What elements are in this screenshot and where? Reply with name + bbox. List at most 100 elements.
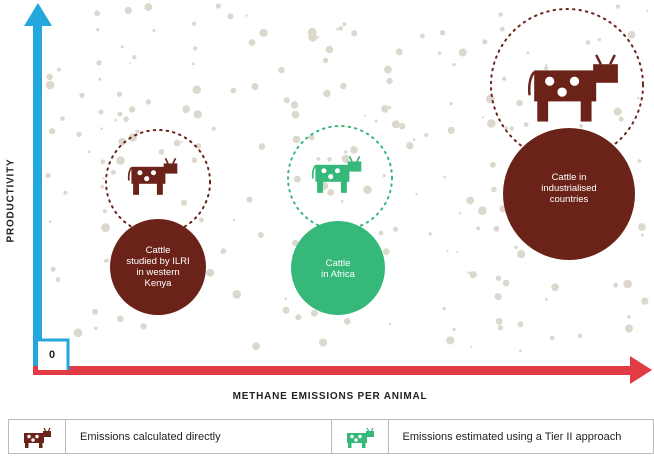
background-dot: [56, 67, 61, 72]
background-dot: [439, 30, 446, 36]
background-dot: [215, 3, 221, 9]
background-dot: [248, 39, 256, 46]
legend: Emissions calculated directly Emissions …: [8, 419, 654, 454]
background-dot: [490, 161, 496, 168]
background-dot: [381, 105, 389, 113]
background-dot: [389, 322, 392, 325]
background-dot: [114, 118, 117, 122]
background-dot: [456, 251, 458, 254]
legend-text-tier2: Emissions estimated using a Tier II appr…: [402, 430, 622, 443]
background-dot: [437, 51, 442, 56]
background-dot: [140, 323, 147, 330]
background-dot: [350, 146, 358, 154]
background-dot: [378, 230, 384, 236]
background-dot: [323, 89, 331, 98]
background-dot: [327, 157, 332, 162]
background-dot: [517, 250, 526, 259]
background-dot: [449, 102, 453, 106]
background-dot: [342, 22, 347, 27]
origin-corner: [38, 338, 70, 370]
background-dot: [498, 12, 503, 17]
background-dot: [193, 46, 198, 51]
background-dot: [55, 277, 61, 283]
background-dot: [278, 66, 285, 74]
background-dot: [502, 279, 510, 287]
background-dot: [544, 297, 548, 301]
background-dot: [469, 271, 477, 279]
dotted-outline: [287, 125, 393, 231]
background-dot: [173, 139, 181, 147]
background-dot: [245, 14, 248, 17]
x-axis-line: [33, 366, 631, 375]
background-dot: [637, 159, 642, 163]
background-dot: [152, 28, 156, 33]
background-dot: [128, 106, 136, 113]
background-dot: [322, 57, 329, 64]
background-dot: [49, 128, 56, 135]
background-dot: [258, 143, 266, 150]
background-dot: [363, 185, 372, 195]
legend-text-direct: Emissions calculated directly: [66, 420, 332, 453]
background-dot: [499, 26, 505, 32]
background-dot: [87, 150, 91, 154]
background-dot: [577, 333, 583, 339]
background-dot: [442, 306, 447, 311]
background-dot: [382, 174, 386, 178]
background-dot: [193, 110, 202, 119]
background-dot: [395, 48, 403, 56]
background-dot: [393, 226, 398, 232]
background-dot: [98, 109, 104, 115]
background-dot: [516, 99, 523, 107]
background-dot: [124, 6, 132, 14]
background-dot: [46, 73, 53, 81]
background-dot: [343, 318, 351, 325]
background-dot: [96, 28, 100, 32]
background-dot: [63, 190, 68, 195]
background-dot: [458, 48, 467, 57]
background-dot: [211, 126, 216, 131]
background-dot: [292, 239, 299, 247]
green-cow-icon: [346, 427, 374, 448]
background-dot: [641, 297, 649, 305]
background-dot: [116, 315, 124, 323]
background-dot: [227, 13, 234, 20]
background-dot: [481, 116, 484, 119]
background-dot: [597, 37, 602, 42]
background-dot: [443, 175, 446, 179]
background-dot: [338, 26, 344, 31]
background-dot: [344, 150, 348, 154]
background-dot: [351, 30, 358, 37]
background-dot: [491, 186, 497, 193]
background-dot: [579, 124, 583, 128]
background-dot: [158, 149, 165, 155]
background-dot: [545, 63, 548, 66]
background-dot: [100, 159, 106, 164]
background-dot: [585, 40, 591, 45]
background-dot: [446, 336, 455, 345]
background-dot: [198, 217, 204, 223]
background-dot: [180, 199, 188, 206]
background-dot: [308, 134, 315, 141]
background-dot: [420, 33, 425, 39]
background-dot: [382, 248, 390, 256]
background-dot: [476, 226, 481, 231]
background-dot: [613, 282, 618, 288]
background-dot: [102, 209, 107, 214]
background-dot: [100, 127, 103, 130]
background-dot: [316, 157, 321, 161]
background-dot: [252, 342, 260, 350]
background-dot: [623, 279, 632, 289]
background-dot: [615, 4, 621, 9]
background-dot: [232, 219, 236, 222]
cow-icon: [311, 155, 362, 193]
background-dot: [325, 45, 334, 54]
background-dot: [388, 106, 392, 110]
brown-cow-icon: [24, 427, 51, 448]
background-dot: [363, 114, 366, 117]
background-dot: [514, 245, 518, 249]
background-dot: [132, 55, 137, 60]
background-dot: [406, 142, 414, 150]
background-dot: [526, 51, 530, 55]
